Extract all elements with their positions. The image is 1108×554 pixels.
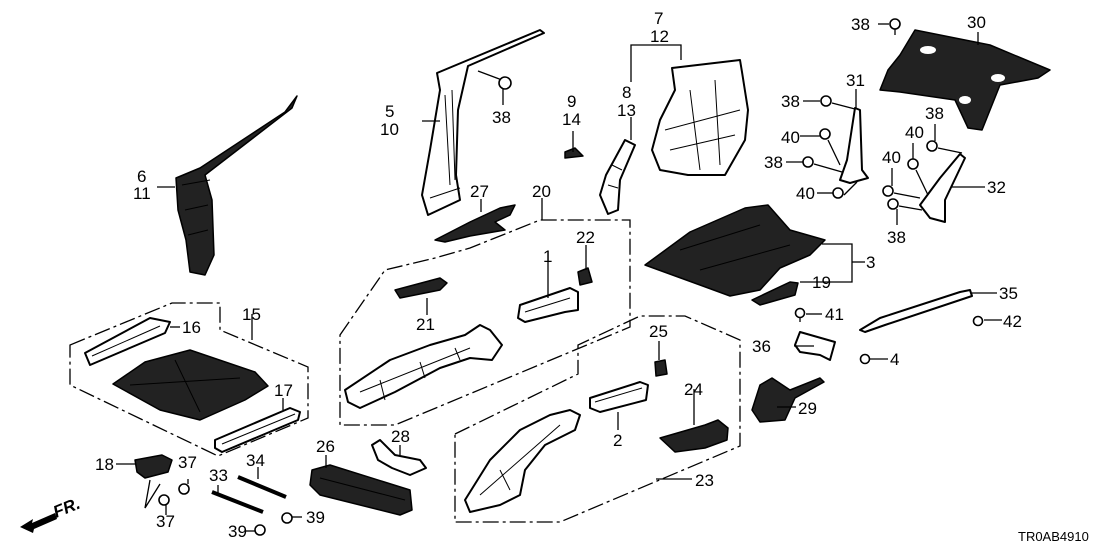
part-sill-16[interactable] [84, 317, 171, 366]
callout-31[interactable]: 31 [846, 71, 865, 90]
part-rear-floor-extension[interactable] [751, 281, 799, 306]
callout-38[interactable]: 38 [492, 108, 511, 127]
part-rear-floor[interactable] [644, 204, 826, 297]
fasteners-4-41-42[interactable] [794, 307, 984, 365]
callout-40b[interactable]: 40 [796, 184, 815, 203]
callout-38d[interactable]: 38 [764, 153, 783, 172]
part-shelf-gusset-31[interactable] [839, 107, 869, 184]
callout-22[interactable]: 22 [576, 228, 595, 247]
part-brace-34[interactable] [237, 475, 287, 499]
group-15-outline [69, 302, 309, 457]
callout-18[interactable]: 18 [95, 455, 114, 474]
callout-25[interactable]: 25 [649, 322, 668, 341]
callout-8[interactable]: 8 [622, 83, 631, 102]
callout-19[interactable]: 19 [812, 273, 831, 292]
part-brace-bracket[interactable] [794, 331, 836, 361]
part-jack-bracket[interactable] [134, 454, 173, 479]
callout-24[interactable]: 24 [684, 380, 703, 399]
part-crossmember-1[interactable] [517, 287, 579, 323]
callout-15[interactable]: 15 [242, 305, 261, 324]
part-gusset-22[interactable] [577, 267, 593, 286]
arrow-icon [20, 513, 57, 533]
part-front-frame-20[interactable] [344, 324, 503, 409]
part-rear-crossmember-brace[interactable] [859, 289, 973, 333]
callout-30[interactable]: 30 [967, 13, 986, 32]
callout-41[interactable]: 41 [825, 305, 844, 324]
callout-38e[interactable]: 38 [925, 104, 944, 123]
callout-13[interactable]: 13 [617, 101, 636, 120]
part-rear-frame-bracket[interactable] [751, 377, 825, 423]
front-direction-arrow [20, 513, 57, 533]
callout-27[interactable]: 27 [470, 182, 489, 201]
callout-23[interactable]: 23 [695, 471, 714, 490]
part-gusset-25[interactable] [654, 359, 668, 377]
part-outrigger-28[interactable] [371, 439, 427, 476]
callout-2[interactable]: 2 [613, 431, 622, 450]
fasteners-31-32[interactable] [802, 18, 963, 211]
callout-12[interactable]: 12 [650, 27, 669, 46]
callout-42[interactable]: 42 [1003, 312, 1022, 331]
callout-29[interactable]: 29 [798, 399, 817, 418]
part-sill-17[interactable] [214, 407, 301, 453]
callout-4[interactable]: 4 [890, 350, 899, 369]
callout-14[interactable]: 14 [562, 110, 581, 129]
part-front-frame-23[interactable] [464, 409, 581, 513]
part-center-tunnel-stiffener[interactable] [309, 464, 413, 516]
bolt-38-pillar[interactable] [477, 70, 512, 90]
callout-37a[interactable]: 37 [178, 453, 197, 472]
callout-7[interactable]: 7 [654, 9, 663, 28]
front-indicator-label: FR. [50, 494, 83, 522]
part-front-pillar-inner[interactable] [175, 95, 298, 276]
callout-33[interactable]: 33 [209, 466, 228, 485]
part-rear-inner-panel[interactable] [651, 59, 749, 176]
callout-26[interactable]: 26 [316, 437, 335, 456]
callout-36[interactable]: 36 [752, 337, 771, 356]
parts [20, 18, 1051, 536]
callout-39b[interactable]: 39 [306, 508, 325, 527]
callout-9[interactable]: 9 [567, 92, 576, 111]
callout-5[interactable]: 5 [385, 102, 394, 121]
callout-11[interactable]: 11 [133, 184, 151, 203]
callout-21[interactable]: 21 [416, 315, 435, 334]
part-brace-33[interactable] [211, 490, 264, 514]
part-shelf-gusset-32[interactable] [919, 153, 966, 223]
callout-40d[interactable]: 40 [882, 148, 901, 167]
part-floor-frame-extension-24[interactable] [659, 419, 729, 453]
callout-40a[interactable]: 40 [781, 128, 800, 147]
callouts: 6 11 5 10 38 7 12 8 13 9 14 27 20 22 1 3… [50, 9, 1088, 544]
callout-3[interactable]: 3 [866, 253, 875, 272]
part-outrigger-27[interactable] [434, 204, 516, 243]
callout-6[interactable]: 6 [137, 167, 146, 186]
fasteners-37[interactable] [144, 479, 190, 509]
part-rear-tray[interactable] [879, 29, 1051, 131]
part-center-pillar[interactable] [421, 29, 545, 216]
callout-17[interactable]: 17 [274, 381, 293, 400]
group-outlines [69, 219, 741, 523]
part-crossmember-2[interactable] [589, 381, 649, 413]
part-bracket-9-14[interactable] [564, 147, 584, 159]
part-floor-frame-extension-21[interactable] [394, 277, 448, 299]
callout-28[interactable]: 28 [391, 427, 410, 446]
callout-40c[interactable]: 40 [905, 123, 924, 142]
callout-39a[interactable]: 39 [228, 522, 247, 541]
callout-16[interactable]: 16 [182, 318, 201, 337]
callout-10[interactable]: 10 [380, 120, 399, 139]
group-23-outline [454, 315, 741, 523]
callout-38f[interactable]: 38 [887, 228, 906, 247]
leader-lines [116, 23, 1002, 532]
part-rear-pillar-stiffener[interactable] [599, 139, 636, 215]
callout-38b[interactable]: 38 [851, 15, 870, 34]
callout-32[interactable]: 32 [987, 178, 1006, 197]
callout-20[interactable]: 20 [532, 182, 551, 201]
callout-37b[interactable]: 37 [156, 512, 175, 531]
diagram-code: TR0AB4910 [1018, 529, 1089, 544]
part-front-floor-pan[interactable] [112, 349, 269, 421]
callout-35[interactable]: 35 [999, 284, 1018, 303]
callout-38c[interactable]: 38 [781, 92, 800, 111]
callout-1[interactable]: 1 [543, 247, 552, 266]
fasteners-39[interactable] [254, 512, 293, 536]
callout-34[interactable]: 34 [246, 451, 265, 470]
